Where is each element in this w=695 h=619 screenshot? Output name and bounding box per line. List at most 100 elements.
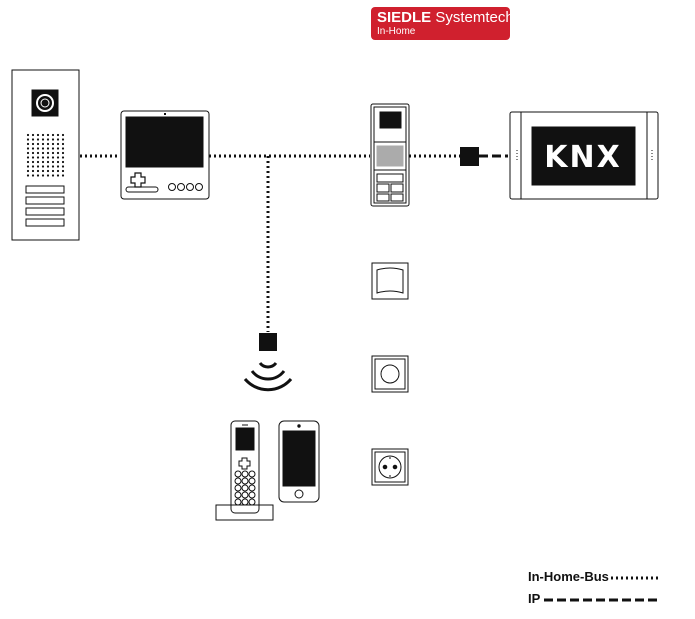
- grille-hole: [31, 138, 35, 141]
- grille-hole: [46, 156, 50, 159]
- keypad: [234, 470, 256, 506]
- grille-hole: [46, 147, 50, 150]
- grille-hole: [41, 174, 45, 177]
- grille-hole: [51, 133, 55, 137]
- grille-hole: [56, 174, 60, 177]
- brand-product: Systemtechnik: [435, 9, 533, 26]
- grille-hole: [51, 160, 55, 164]
- grille-hole: [41, 133, 45, 137]
- grille-hole: [46, 133, 50, 137]
- keypad-key: [248, 484, 256, 492]
- grille-hole: [46, 151, 50, 155]
- grille-hole: [36, 160, 40, 164]
- grille-hole: [56, 151, 60, 155]
- video-monitor-icon: [120, 110, 210, 200]
- grille-hole: [46, 142, 50, 146]
- grille-hole: [31, 156, 35, 159]
- grille-hole: [56, 147, 60, 150]
- grille-hole: [41, 160, 45, 164]
- grille-hole: [41, 169, 45, 173]
- grille-hole: [26, 160, 30, 164]
- grille-hole: [31, 165, 35, 168]
- keypad-key: [241, 491, 249, 499]
- grille-hole: [31, 147, 35, 150]
- keypad-key: [234, 477, 242, 485]
- grille-hole: [36, 142, 40, 146]
- speaker-grille: [26, 133, 65, 177]
- grille-hole: [26, 142, 30, 146]
- grille-hole: [36, 133, 40, 137]
- legend-bus-label: In-Home-Bus: [528, 569, 609, 584]
- grille-hole: [26, 151, 30, 155]
- legend-ip-label: IP: [528, 591, 541, 606]
- grille-hole: [56, 142, 60, 146]
- grille-hole: [31, 151, 35, 155]
- grille-hole: [61, 169, 65, 173]
- knx-gateway-icon: [509, 111, 659, 200]
- knx-logo: KNX: [544, 140, 621, 175]
- keypad-key: [234, 491, 242, 499]
- grille-hole: [31, 174, 35, 177]
- grille-hole: [26, 133, 30, 137]
- grille-hole: [56, 160, 60, 164]
- keypad-key: [241, 477, 249, 485]
- grille-hole: [61, 174, 65, 177]
- grille-hole: [51, 169, 55, 173]
- keypad-key: [234, 498, 242, 506]
- rocker-switch-icon: [371, 262, 409, 300]
- grille-hole: [26, 156, 30, 159]
- grille-hole: [31, 160, 35, 164]
- grille-hole: [26, 165, 30, 168]
- keypad-key: [241, 498, 249, 506]
- grille-hole: [31, 133, 35, 137]
- socket-outlet-icon: [371, 448, 409, 486]
- grille-hole: [51, 142, 55, 146]
- keypad-key: [241, 470, 249, 478]
- keypad-key: [241, 484, 249, 492]
- grille-hole: [46, 165, 50, 168]
- brand-title: SIEDLE Systemtechnik: [377, 10, 533, 26]
- grille-hole: [61, 138, 65, 141]
- grille-hole: [36, 165, 40, 168]
- grille-hole: [41, 151, 45, 155]
- grille-hole: [61, 133, 65, 137]
- grille-hole: [46, 169, 50, 173]
- grille-hole: [31, 169, 35, 173]
- grille-hole: [31, 142, 35, 146]
- grille-hole: [36, 169, 40, 173]
- grille-hole: [41, 165, 45, 168]
- grille-hole: [26, 147, 30, 150]
- grille-hole: [36, 147, 40, 150]
- door-station-icon: [11, 69, 80, 241]
- grille-hole: [56, 165, 60, 168]
- round-button-icon: [371, 355, 409, 393]
- grille-hole: [26, 138, 30, 141]
- siedle-brand-badge: SIEDLE Systemtechnik In-Home: [371, 7, 533, 40]
- bus-connections: [80, 154, 460, 332]
- grille-hole: [36, 151, 40, 155]
- keypad-key: [234, 484, 242, 492]
- grille-hole: [56, 138, 60, 141]
- keypad-key: [248, 491, 256, 499]
- grille-hole: [61, 156, 65, 159]
- grille-hole: [51, 174, 55, 177]
- grille-hole: [61, 147, 65, 150]
- keypad-key: [234, 470, 242, 478]
- keypad-key: [248, 470, 256, 478]
- grille-hole: [36, 156, 40, 159]
- grille-hole: [41, 147, 45, 150]
- audio-intercom-panel-icon: [370, 103, 410, 207]
- grille-hole: [36, 174, 40, 177]
- grille-hole: [51, 138, 55, 141]
- keypad-key: [248, 498, 256, 506]
- grille-hole: [51, 147, 55, 150]
- keypad-key: [248, 477, 256, 485]
- grille-hole: [61, 151, 65, 155]
- grille-hole: [56, 156, 60, 159]
- grille-hole: [56, 133, 60, 137]
- brand-subtitle: In-Home: [377, 26, 416, 37]
- grille-hole: [41, 142, 45, 146]
- smartphone-icon: [278, 420, 320, 503]
- grille-hole: [41, 138, 45, 141]
